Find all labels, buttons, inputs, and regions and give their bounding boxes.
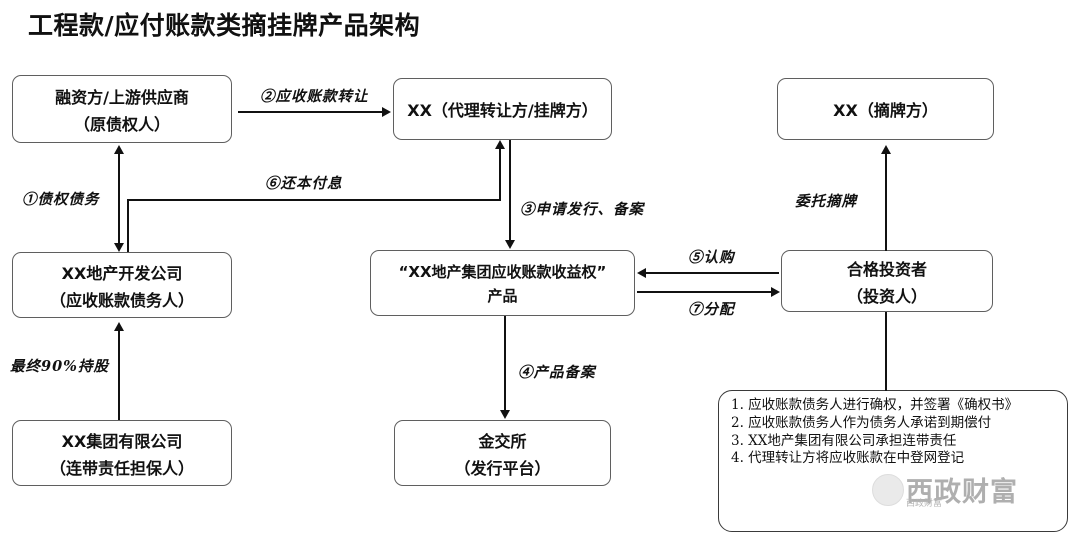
note-item-4: 4. 代理转让方将应收账款在中登网登记 xyxy=(731,450,965,467)
page-title: 工程款/应付账款类摘挂牌产品架构 xyxy=(28,11,421,40)
edge-2-line xyxy=(238,111,384,113)
edge-6-seg-horizontal xyxy=(127,199,501,201)
edge-holding-line xyxy=(118,329,120,420)
node-developer-line2: （应收账款债务人） xyxy=(49,290,194,310)
node-agent-line1: XX（代理转让方/挂牌方） xyxy=(407,101,598,120)
node-group-line1: XX集团有限公司 xyxy=(61,431,183,451)
edge-3-arrowhead xyxy=(505,240,515,249)
node-taker[interactable]: XX（摘牌方） xyxy=(777,78,994,140)
edge-6-arrowhead xyxy=(495,140,505,149)
edge-2-label: ②应收账款转让 xyxy=(260,88,369,105)
edge-1-line xyxy=(118,152,120,244)
edge-1-arrowhead-up xyxy=(114,145,124,154)
edge-5-arrowhead xyxy=(637,268,646,278)
edge-5-line xyxy=(645,272,779,274)
edge-1-arrowhead-down xyxy=(114,243,124,252)
node-financier[interactable]: 融资方/上游供应商 （原债权人） xyxy=(12,75,232,143)
node-taker-line1: XX（摘牌方） xyxy=(833,101,938,120)
node-product-line2: 产品 xyxy=(487,286,518,305)
edge-7-line xyxy=(637,291,773,293)
node-developer-line1: XX地产开发公司 xyxy=(61,263,183,283)
node-investor[interactable]: 合格投资者 （投资人） xyxy=(781,250,993,312)
node-financier-line1: 融资方/上游供应商 xyxy=(55,87,189,107)
edge-entrust-arrowhead xyxy=(881,145,891,154)
notes-box: 1. 应收账款债务人进行确权，并签署《确权书》 2. 应收账款债务人作为债务人承… xyxy=(718,390,1068,532)
node-product[interactable]: “XX地产集团应收账款收益权” 产品 xyxy=(370,250,635,316)
node-group[interactable]: XX集团有限公司 （连带责任担保人） xyxy=(12,420,232,486)
edge-4-line xyxy=(504,316,506,411)
node-exchange[interactable]: 金交所 （发行平台） xyxy=(394,420,611,486)
note-item-3: 3. XX地产集团有限公司承担连带责任 xyxy=(731,432,957,449)
node-exchange-line1: 金交所 xyxy=(478,431,527,451)
edge-investor-notes-line xyxy=(885,312,887,391)
edge-7-label: ⑦分配 xyxy=(688,301,735,318)
node-developer[interactable]: XX地产开发公司 （应收账款债务人） xyxy=(12,252,232,318)
node-investor-line2: （投资人） xyxy=(846,286,927,306)
edge-6-seg-vertical-left xyxy=(127,199,129,252)
node-agent[interactable]: XX（代理转让方/挂牌方） xyxy=(393,78,612,140)
node-product-line1: “XX地产集团应收账款收益权” xyxy=(398,262,607,281)
edge-4-label: ④产品备案 xyxy=(518,364,596,381)
note-item-1: 1. 应收账款债务人进行确权，并签署《确权书》 xyxy=(731,397,1019,413)
edge-holding-label: 最终90%持股 xyxy=(10,358,109,375)
node-financier-line2: （原债权人） xyxy=(73,114,170,134)
edge-2-arrowhead xyxy=(382,107,391,117)
note-item-2: 2. 应收账款债务人作为债务人承诺到期偿付 xyxy=(731,414,992,431)
node-group-line2: （连带责任担保人） xyxy=(49,458,194,478)
edge-3-label: ③申请发行、备案 xyxy=(520,201,644,218)
node-exchange-line2: （发行平台） xyxy=(454,458,551,478)
edge-entrust-line xyxy=(885,153,887,251)
edge-3-line xyxy=(509,140,511,241)
edge-6-label: ⑥还本付息 xyxy=(265,175,343,192)
node-investor-line1: 合格投资者 xyxy=(846,259,927,279)
edge-holding-arrowhead xyxy=(114,322,124,331)
edge-1-label: ①债权债务 xyxy=(22,191,100,208)
edge-6-seg-vertical-right xyxy=(499,148,501,200)
edge-entrust-label: 委托摘牌 xyxy=(795,193,857,210)
edge-4-arrowhead xyxy=(500,410,510,419)
edge-5-label: ⑤认购 xyxy=(688,249,735,266)
edge-7-arrowhead xyxy=(771,287,780,297)
